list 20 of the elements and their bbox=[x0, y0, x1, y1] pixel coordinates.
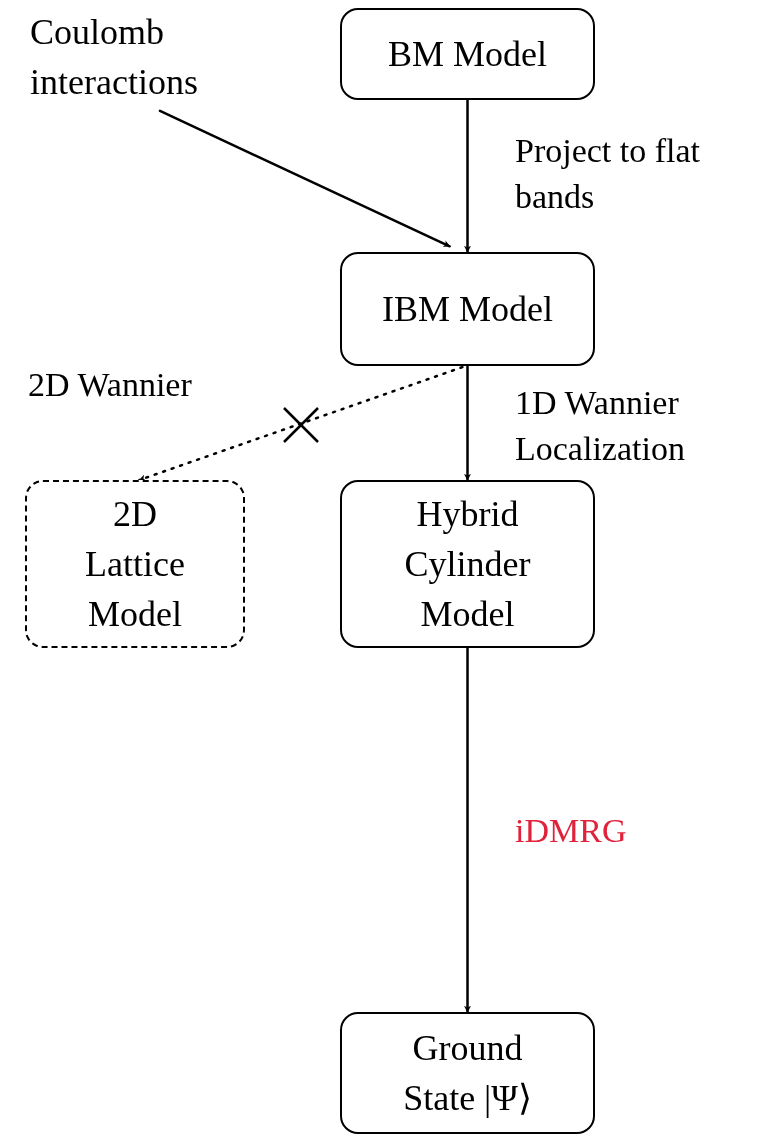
arrow bbox=[158, 109, 451, 248]
node-label: Coulomb interactions bbox=[30, 11, 199, 104]
process-box bbox=[340, 8, 595, 100]
process-box bbox=[340, 252, 595, 366]
edge-label: iDMRG bbox=[515, 811, 627, 851]
node-label: Hybrid Cylinder Model bbox=[403, 493, 532, 636]
arrow bbox=[464, 646, 471, 1014]
dashed-box bbox=[25, 480, 245, 648]
arrow bbox=[138, 365, 464, 482]
node-label: IBM Model bbox=[382, 288, 553, 331]
node-label: 2D Lattice Model bbox=[84, 493, 186, 636]
edge-label: 1D Wannier Localization bbox=[515, 383, 686, 469]
arrow bbox=[464, 98, 471, 254]
edge-label: Project to flat bands bbox=[515, 131, 702, 217]
arrow bbox=[464, 364, 471, 482]
process-box bbox=[340, 1012, 595, 1134]
process-box bbox=[340, 480, 595, 648]
node-label: BM Model bbox=[388, 33, 547, 76]
node-label: Ground State |Ψ⟩ bbox=[402, 1027, 533, 1120]
edge-label: 2D Wannier bbox=[28, 365, 192, 405]
